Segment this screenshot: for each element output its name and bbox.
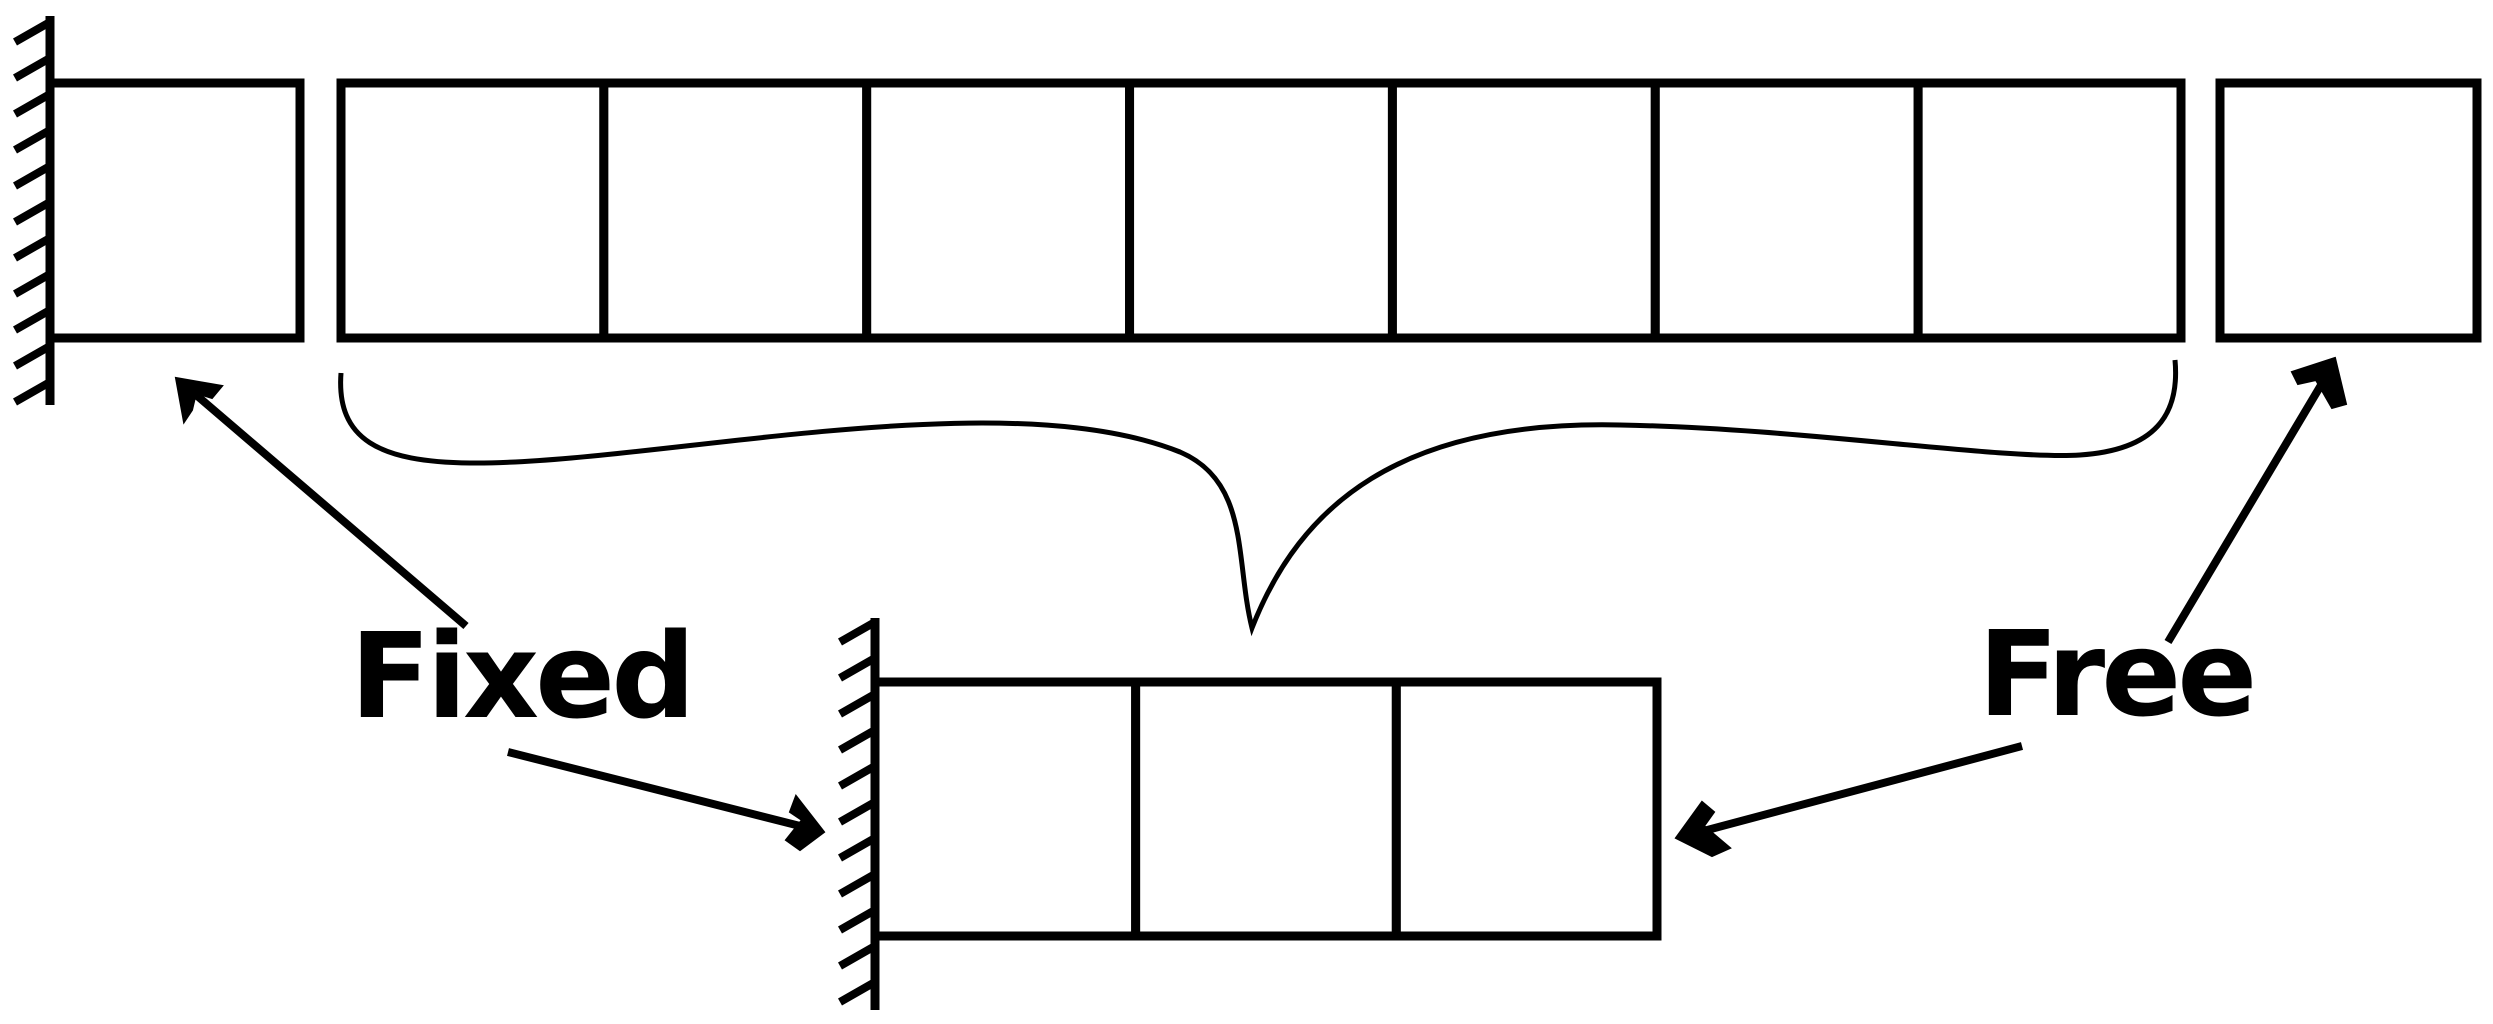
top-fixed-end-cell	[45, 78, 305, 343]
top-middle-cell	[1125, 78, 1397, 343]
top-free-end-cell	[2215, 78, 2482, 343]
top-middle-cell	[862, 78, 1135, 343]
bottom-wall-hatch	[838, 726, 877, 754]
top-wall-hatch	[13, 234, 52, 262]
bottom-wall-hatch	[838, 798, 877, 826]
top-wall-hatch	[13, 342, 52, 370]
top-middle-segment	[336, 78, 2186, 343]
bottom-wall-hatch	[838, 654, 877, 682]
top-wall-hatch	[13, 378, 52, 406]
top-wall-hatch	[13, 126, 52, 154]
bottom-wall-hatch	[838, 618, 877, 646]
bottom-cell	[1131, 677, 1401, 941]
bottom-wall-hatch	[838, 942, 877, 970]
bottom-row	[838, 618, 1662, 1010]
bottom-wall-hatch	[838, 834, 877, 862]
arrow-fixed-bottom	[507, 748, 826, 852]
top-middle-cell	[1913, 78, 2186, 343]
bottom-wall-hatch	[838, 690, 877, 718]
arrow-fixed-top	[174, 376, 469, 630]
top-wall-hatch	[13, 90, 52, 118]
bottom-wall-hatch	[838, 978, 877, 1006]
free-label: Free	[1978, 605, 2253, 743]
top-fixed-support	[13, 16, 55, 406]
top-wall-hatch	[13, 198, 52, 226]
fixed-label: Fixed	[350, 607, 692, 745]
top-middle-cell	[1387, 78, 1660, 343]
top-wall-hatches	[13, 18, 52, 406]
bottom-wall-hatch	[838, 870, 877, 898]
bottom-segment	[870, 677, 1662, 941]
top-row	[13, 16, 2482, 406]
arrow-free-top	[2164, 356, 2348, 645]
curly-brace	[338, 359, 2179, 637]
top-middle-cell	[599, 78, 872, 343]
bottom-wall-hatch	[838, 906, 877, 934]
top-wall-hatch	[13, 18, 52, 46]
bottom-cell	[1391, 677, 1662, 941]
bottom-fixed-support	[838, 618, 880, 1010]
arrow-free-bottom	[1674, 742, 2024, 858]
bottom-cell	[870, 677, 1141, 941]
bottom-wall-hatches	[838, 618, 877, 1006]
top-wall-hatch	[13, 162, 52, 190]
top-wall-hatch	[13, 306, 52, 334]
top-wall-hatch	[13, 270, 52, 298]
top-middle-cell	[1650, 78, 1923, 343]
bottom-wall-hatch	[838, 762, 877, 790]
top-wall-hatch	[13, 54, 52, 82]
top-middle-cell	[336, 78, 609, 343]
